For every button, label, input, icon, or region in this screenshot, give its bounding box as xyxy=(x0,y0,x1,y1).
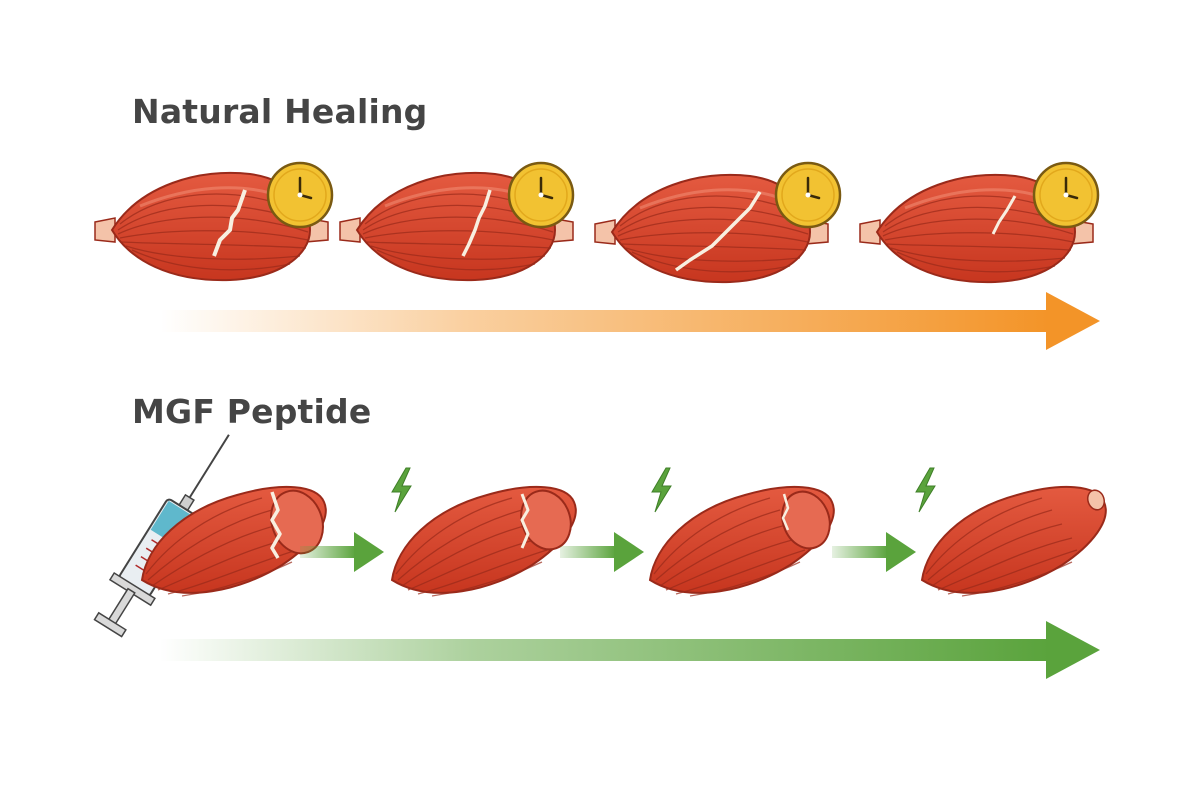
clock-icon xyxy=(266,161,334,229)
muscle-stage-3 xyxy=(593,173,830,284)
timeline-arrow-icon xyxy=(160,292,1100,350)
lightning-bolt-icon xyxy=(651,467,672,513)
step-arrow-icon xyxy=(560,532,644,572)
muscle-stage-4 xyxy=(858,173,1095,284)
muscle-stage-4 xyxy=(921,485,1107,597)
step-arrow-icon xyxy=(832,532,916,572)
muscle-stage-1 xyxy=(93,171,330,282)
muscle-stage-2 xyxy=(338,171,575,282)
clock-icon xyxy=(507,161,575,229)
mgf-peptide-title: MGF Peptide xyxy=(132,392,372,431)
muscle-stage-2 xyxy=(391,485,577,597)
natural-healing-title: Natural Healing xyxy=(132,92,428,131)
lightning-bolt-icon xyxy=(391,467,412,513)
mgf-peptide-row xyxy=(93,434,1107,679)
muscle-stage-3 xyxy=(649,485,835,597)
muscle-stage-1 xyxy=(141,485,327,597)
natural-healing-row xyxy=(93,161,1100,350)
lightning-bolt-icon xyxy=(915,467,936,513)
clock-icon xyxy=(1032,161,1100,229)
timeline-arrow-icon xyxy=(160,621,1100,679)
clock-icon xyxy=(774,161,842,229)
